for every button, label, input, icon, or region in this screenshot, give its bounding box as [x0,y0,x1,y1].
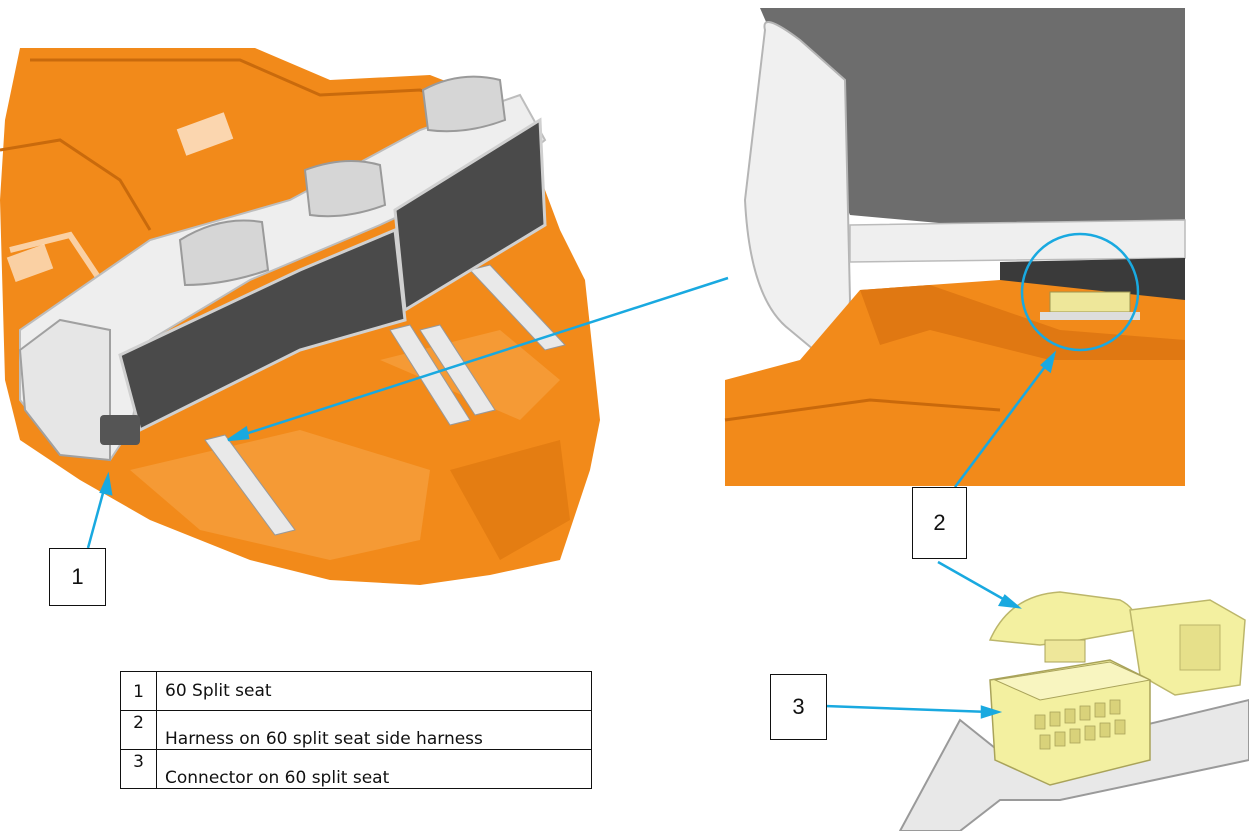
arrows [86,276,1057,719]
legend-description: 60 Split seat [156,671,592,711]
seat-closeup [724,8,1186,486]
legend-description: Connector on 60 split seat [156,749,592,789]
legend-row: 2 Harness on 60 split seat side harness [120,710,592,750]
legend-row: 3 Connector on 60 split seat [120,749,592,789]
legend-number: 1 [120,671,157,711]
legend-table: 1 60 Split seat 2 Harness on 60 split se… [120,671,592,789]
callout-1: 1 [49,548,106,606]
connector-closeup [898,591,1249,831]
callout-3: 3 [770,674,827,740]
legend-description: Harness on 60 split seat side harness [156,710,592,750]
rear-seat-assembly [18,75,547,462]
legend-row: 1 60 Split seat [120,671,592,711]
legend-number: 3 [120,749,157,789]
legend-number: 2 [120,710,157,750]
callout-2: 2 [912,487,967,559]
